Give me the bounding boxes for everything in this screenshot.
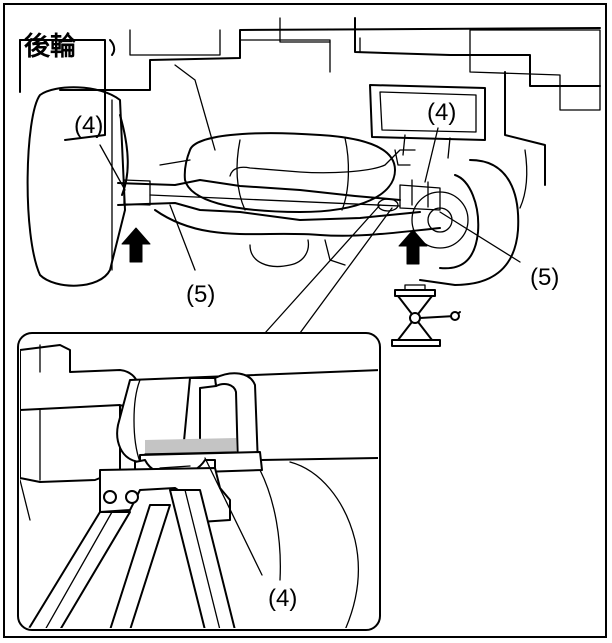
jack-icon — [391, 284, 461, 347]
label-jack-point-left: (4) — [74, 112, 103, 139]
vehicle-underbody — [19, 17, 601, 287]
detail-inset — [17, 332, 381, 631]
callout-connector — [264, 198, 399, 334]
jack-arrow-left — [121, 227, 151, 263]
jack-arrow-right — [398, 229, 428, 265]
label-detail-jack-point: (4) — [268, 585, 297, 612]
label-rear-axle-right: (5) — [530, 264, 559, 291]
label-jack-point-right: (4) — [427, 99, 456, 126]
leader-lines — [99, 127, 521, 271]
jack-arrows — [121, 227, 428, 265]
page-title: 後輪 — [24, 31, 77, 62]
label-rear-axle-left: (5) — [186, 281, 215, 308]
